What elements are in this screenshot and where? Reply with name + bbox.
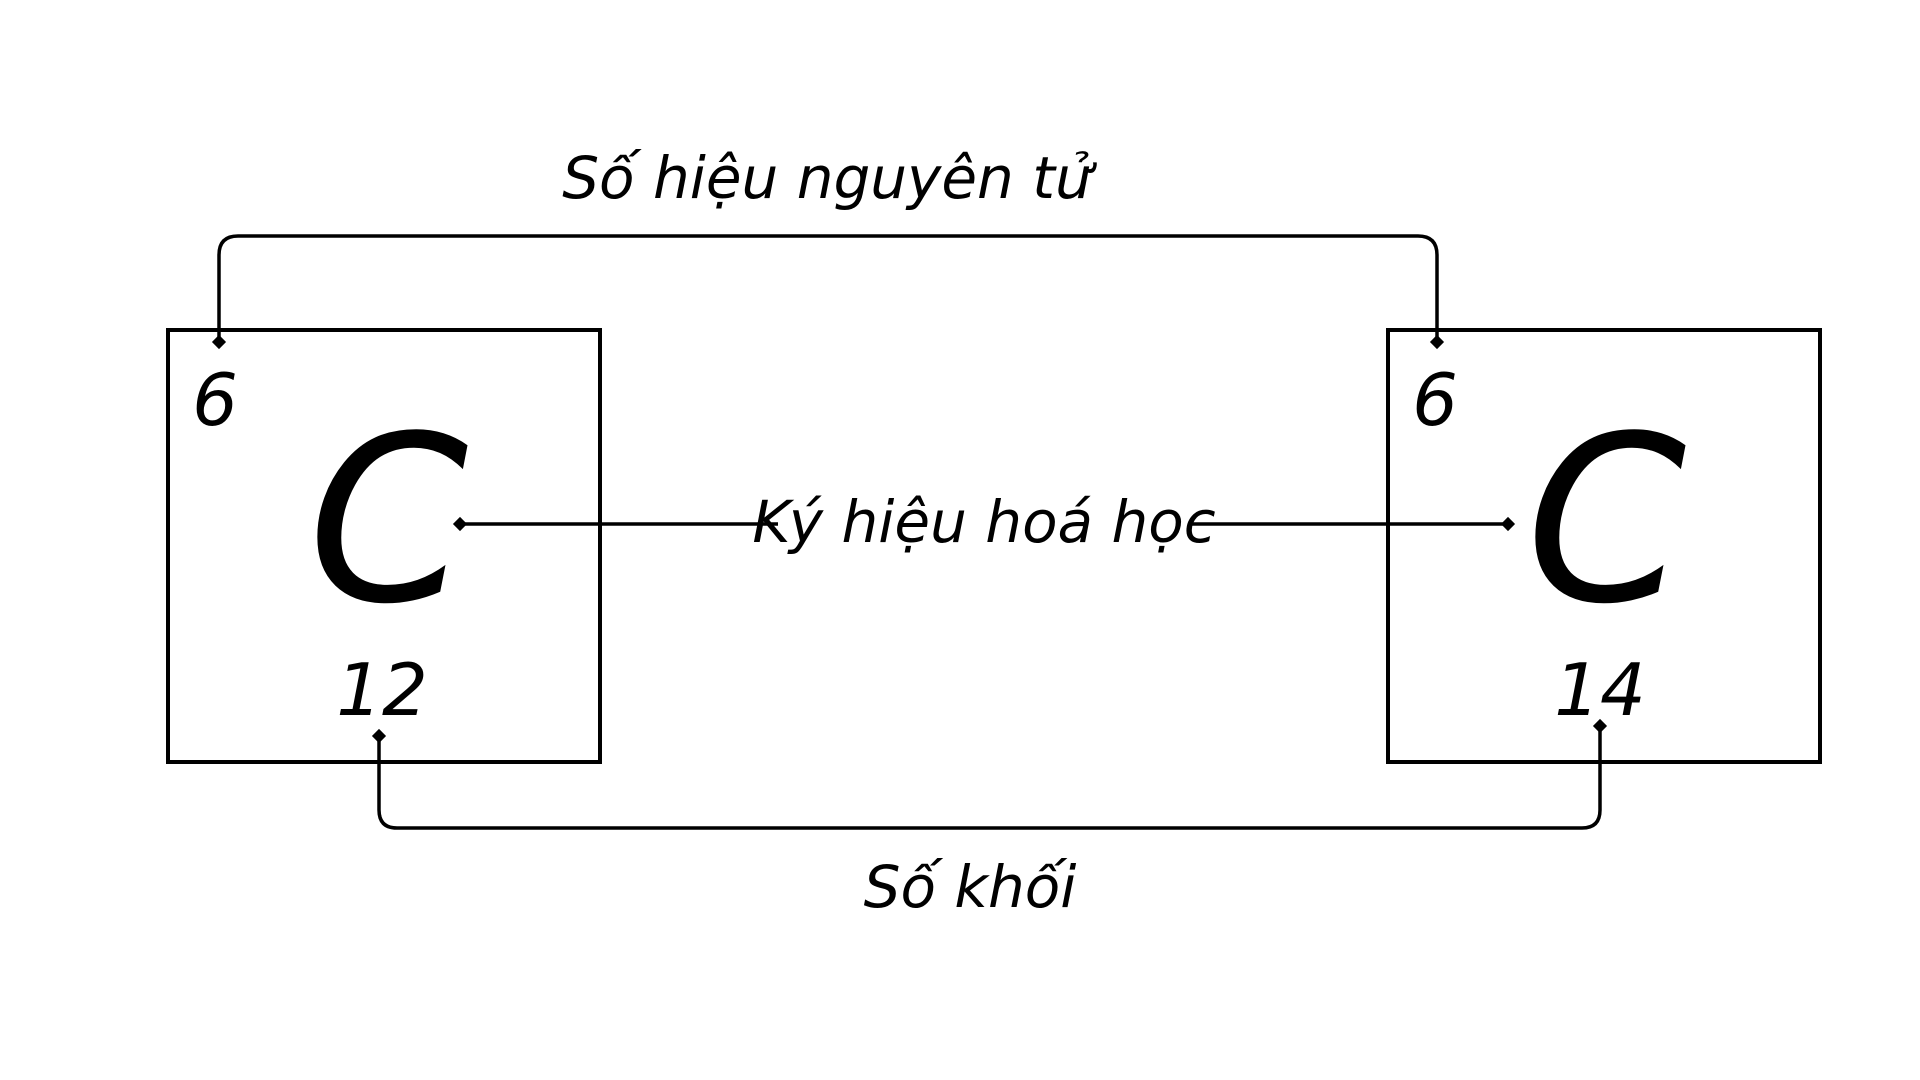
element-symbol-left: C — [308, 388, 469, 655]
chemical-symbol-marker-left — [452, 516, 468, 532]
chemical-symbol-marker-right — [1500, 516, 1516, 532]
element-box-right: 6 C 14 — [1386, 328, 1822, 764]
atomic-number-connector: Số hiệu nguyên tử — [211, 144, 1445, 350]
mass-number-left: 12 — [336, 648, 428, 732]
atomic-number-marker-right — [1429, 334, 1445, 350]
atomic-number-left: 6 — [192, 358, 238, 442]
chemical-symbol-connector: Ký hiệu hoá học — [452, 488, 1516, 556]
element-box-right-frame — [1386, 328, 1822, 764]
atomic-number-label: Số hiệu nguyên tử — [562, 144, 1097, 212]
element-box-left: 6 C 12 — [166, 328, 602, 764]
mass-number-connector: Số khối — [371, 718, 1608, 921]
chemical-symbol-label: Ký hiệu hoá học — [752, 488, 1215, 556]
mass-number-marker-right — [1592, 718, 1608, 734]
atomic-number-right: 6 — [1412, 358, 1458, 442]
element-symbol-right: C — [1526, 388, 1687, 655]
mass-number-bracket — [377, 726, 1602, 830]
mass-number-label: Số khối — [864, 853, 1077, 921]
atomic-number-bracket — [217, 234, 1439, 342]
mass-number-right: 14 — [1554, 648, 1646, 732]
mass-number-marker-left — [371, 728, 387, 744]
element-box-left-frame — [166, 328, 602, 764]
atomic-number-marker-left — [211, 334, 227, 350]
